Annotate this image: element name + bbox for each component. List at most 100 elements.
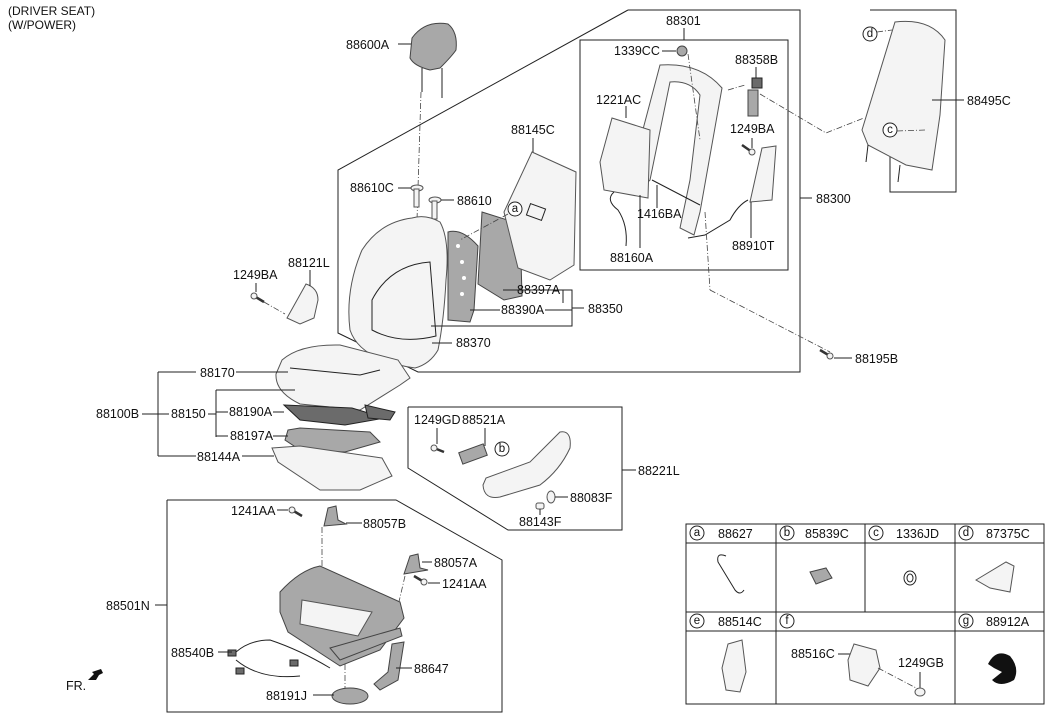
bolt-1249BA-frame[interactable] (741, 143, 756, 156)
label-1221AC[interactable]: 1221AC (596, 93, 641, 107)
label-88083F[interactable]: 88083F (570, 491, 613, 505)
callout-c-text: c (887, 124, 893, 136)
seat-back-board[interactable] (503, 151, 577, 281)
bolt-1249BA-left[interactable] (250, 292, 265, 304)
clip-icon (809, 567, 833, 585)
knob-88083F[interactable] (546, 490, 556, 504)
callout-d[interactable] (862, 26, 878, 42)
cover-88121L[interactable] (286, 283, 319, 325)
label-88100B[interactable]: 88100B (96, 407, 139, 421)
legend-part-1336JD: 1336JD (896, 527, 939, 541)
legend-key-a: a (694, 527, 701, 539)
legend-part-85839C: 85839C (805, 527, 849, 541)
callout-c[interactable] (882, 122, 898, 138)
label-88143F[interactable]: 88143F (519, 515, 562, 529)
switch-88521A[interactable] (458, 443, 488, 465)
seat-track-frame[interactable] (279, 565, 405, 667)
label-1416BA[interactable]: 1416BA (637, 207, 682, 221)
side-airbag-88910T[interactable] (687, 145, 777, 239)
legend-part-88516C: 88516C (791, 647, 835, 661)
motor-icon (721, 639, 747, 693)
legend-cell-b[interactable]: b 85839C (779, 525, 849, 585)
label-1249GD[interactable]: 1249GD (414, 413, 461, 427)
seat-back-cover[interactable] (348, 216, 448, 369)
label-1241AA-right[interactable]: 1241AA (442, 577, 487, 591)
label-88057A[interactable]: 88057A (434, 556, 478, 570)
legend-part-88514C: 88514C (718, 615, 762, 629)
parts-legend-table (685, 523, 1045, 705)
label-88358B[interactable]: 88358B (735, 53, 778, 67)
legend-cell-a[interactable]: a 88627 (689, 525, 753, 594)
label-1241AA-top[interactable]: 1241AA (231, 504, 276, 518)
label-88197A[interactable]: 88197A (230, 429, 274, 443)
label-1249BA-frame[interactable]: 1249BA (730, 122, 775, 136)
label-1339CC[interactable]: 1339CC (614, 44, 660, 58)
label-88145C[interactable]: 88145C (511, 123, 555, 137)
label-88195B[interactable]: 88195B (855, 352, 898, 366)
legend-cell-d[interactable]: d 87375C (958, 525, 1030, 593)
seat-back-pad-88390A[interactable] (447, 230, 479, 323)
label-88610[interactable]: 88610 (457, 194, 492, 208)
legend-cell-c[interactable]: c 1336JD (868, 525, 939, 586)
label-88300[interactable]: 88300 (816, 192, 851, 206)
trim-88647[interactable] (373, 641, 405, 691)
bolt-1241AA-top[interactable] (288, 506, 303, 518)
label-88160A[interactable]: 88160A (610, 251, 654, 265)
bolt-1241AA-right[interactable] (413, 574, 428, 586)
label-88910T[interactable]: 88910T (732, 239, 775, 253)
seat-back-panel-88495C (870, 9, 957, 193)
headrest-guide-88610[interactable] (428, 196, 442, 220)
label-88170[interactable]: 88170 (200, 366, 235, 380)
motor-88191J[interactable] (331, 687, 369, 705)
label-88540B[interactable]: 88540B (171, 646, 214, 660)
bolt-1249GD[interactable] (430, 444, 445, 454)
label-88495C[interactable]: 88495C (967, 94, 1011, 108)
label-88397A[interactable]: 88397A (517, 283, 561, 297)
pad-88197A[interactable] (284, 427, 381, 453)
lumbar-support-88160A[interactable] (599, 117, 651, 199)
label-88150[interactable]: 88150 (171, 407, 206, 421)
cushion-board-88144A[interactable] (271, 445, 393, 491)
label-88121L[interactable]: 88121L (288, 256, 330, 270)
label-88301[interactable]: 88301 (666, 14, 701, 28)
bracket-88057B[interactable] (323, 505, 348, 527)
label-88370[interactable]: 88370 (456, 336, 491, 350)
actuator-icon (847, 643, 881, 687)
side-cover-88221L[interactable] (482, 431, 571, 498)
bracket-88358B[interactable] (747, 77, 763, 117)
label-88057B[interactable]: 88057B (363, 517, 406, 531)
label-1249BA-left[interactable]: 1249BA (233, 268, 278, 282)
label-88647[interactable]: 88647 (414, 662, 449, 676)
label-88350[interactable]: 88350 (588, 302, 623, 316)
legend-key-c: c (873, 527, 879, 539)
label-88610C[interactable]: 88610C (350, 181, 394, 195)
headrest-part[interactable] (409, 22, 457, 98)
seat-cushion-cover-88170[interactable] (275, 344, 411, 411)
label-88191J[interactable]: 88191J (266, 689, 307, 703)
label-88144A[interactable]: 88144A (197, 450, 241, 464)
label-88521A[interactable]: 88521A (462, 413, 506, 427)
label-88221L[interactable]: 88221L (638, 464, 680, 478)
headrest-guide-88610C[interactable] (410, 184, 424, 208)
legend-cell-e[interactable]: e 88514C (689, 613, 762, 693)
bracket-88057A[interactable] (403, 553, 429, 575)
legend-key-f: f (785, 615, 789, 627)
seat-back-rear-panel[interactable] (861, 20, 946, 183)
hook-wire-icon (717, 554, 745, 594)
heater-mat-88190A[interactable] (282, 404, 396, 426)
arrow-front-icon (88, 669, 103, 680)
knob-88143F[interactable] (535, 502, 545, 510)
legend-cell-g[interactable]: g 88912A (958, 613, 1030, 684)
callout-b[interactable] (494, 441, 510, 457)
callout-a[interactable] (507, 201, 523, 217)
label-88190A[interactable]: 88190A (229, 405, 273, 419)
label-88600A[interactable]: 88600A (346, 38, 390, 52)
wiring-harness-88540B[interactable] (227, 639, 331, 678)
label-88390A[interactable]: 88390A (501, 303, 545, 317)
bolt-88195B[interactable] (819, 348, 834, 360)
nut-1339CC[interactable] (676, 45, 688, 57)
label-88501N[interactable]: 88501N (106, 599, 150, 613)
seat-back-frame[interactable] (627, 64, 723, 236)
legend-cell-f[interactable]: f 88516C 1249GB (779, 613, 944, 697)
